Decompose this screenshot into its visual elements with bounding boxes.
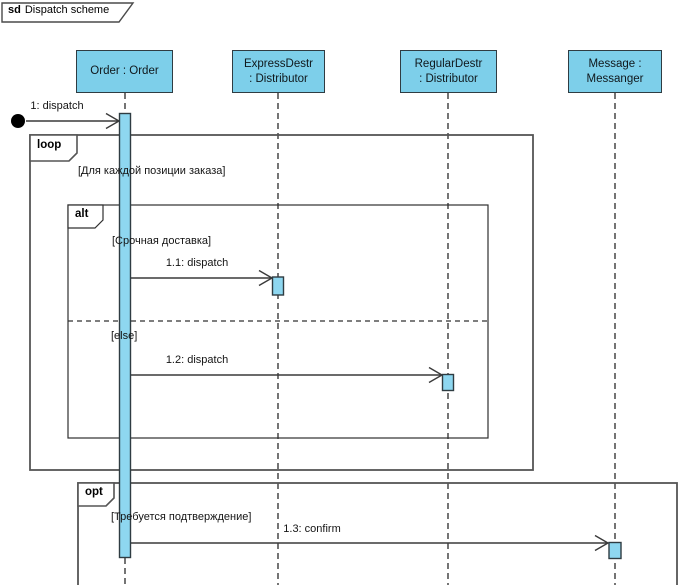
activation-regular[interactable] (441, 373, 455, 392)
message-4-arrowhead-icon (594, 534, 610, 552)
operator-label-loop: loop (37, 139, 62, 151)
fragment-opt-border[interactable] (77, 482, 678, 585)
guard-else: [else] (111, 330, 138, 342)
lifeline-head-regular[interactable]: RegularDestr: Distributor (400, 50, 497, 93)
activation-express[interactable] (271, 276, 285, 296)
message-2-dispatch[interactable] (131, 269, 274, 287)
operator-label-opt: opt (85, 486, 103, 498)
message-4-label: 1.3: confirm (283, 523, 341, 535)
message-1-label: 1: dispatch (30, 100, 84, 112)
message-2-label: 1.1: dispatch (165, 257, 229, 269)
message-1-found[interactable] (11, 112, 121, 130)
frame-keyword: sd (8, 4, 21, 16)
operator-pentagon-alt (67, 204, 104, 229)
lifeline-label: ExpressDestr (243, 57, 314, 70)
guard-opt: [Требуется подтверждение] (111, 511, 252, 523)
found-message-circle (11, 114, 25, 128)
guard-alt: [Срочная доставка] (112, 235, 212, 247)
guard-loop: [Для каждой позиции заказа] (78, 165, 226, 177)
operator-pentagon-opt (77, 482, 115, 507)
message-3-dispatch[interactable] (131, 366, 444, 384)
lifeline-label: Message : (588, 57, 642, 70)
operator-pentagon-loop (29, 134, 78, 162)
lifeline-head-order[interactable]: Order : Order (76, 50, 173, 93)
lifeline-head-message[interactable]: Message :Messanger (568, 50, 662, 93)
activation-message[interactable] (608, 541, 622, 560)
message-3-label: 1.2: dispatch (165, 354, 229, 366)
fragment-loop-border[interactable] (29, 134, 534, 471)
frame-title-pentagon (1, 2, 135, 23)
activation-order[interactable] (118, 112, 132, 559)
frame-name: Dispatch scheme (24, 4, 110, 16)
lifeline-head-express[interactable]: ExpressDestr: Distributor (232, 50, 325, 93)
operator-label-alt: alt (75, 208, 89, 220)
lifeline-label: Order : Order (90, 65, 159, 78)
message-4-confirm[interactable] (131, 534, 610, 552)
lifeline-label: RegularDestr (414, 57, 483, 70)
